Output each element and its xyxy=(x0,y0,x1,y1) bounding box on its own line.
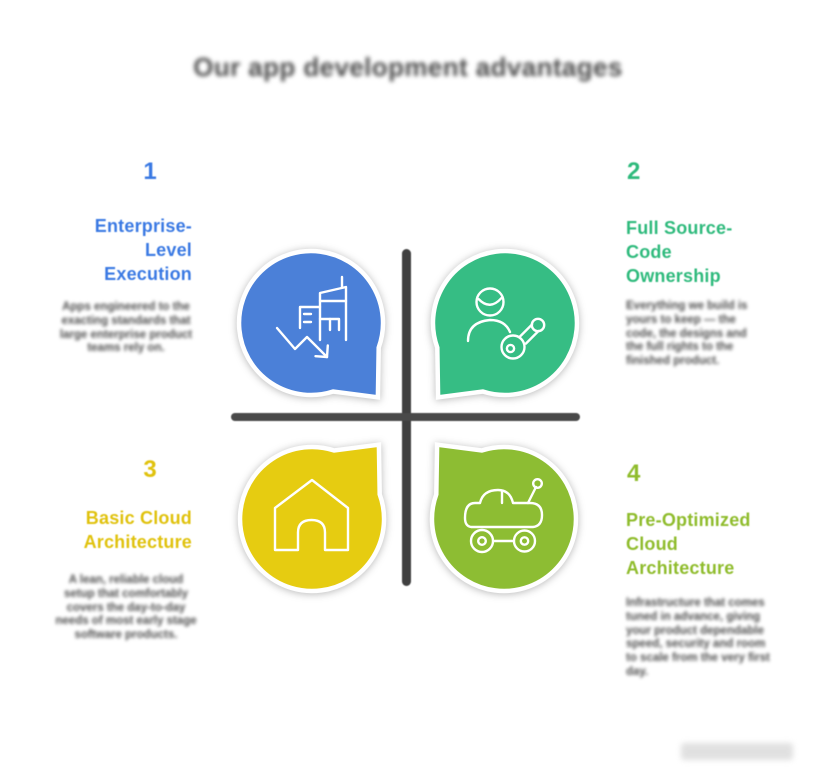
bubble-blue-shape xyxy=(236,248,386,400)
page-title: Our app development advantages xyxy=(193,52,623,82)
quadrant-2-number: 2 xyxy=(627,158,641,185)
quadrant-3-description: A lean, reliable cloud setup that comfor… xyxy=(55,574,197,642)
horizontal-divider xyxy=(231,413,580,421)
bubble-olive-shape xyxy=(429,442,579,594)
house-icon xyxy=(273,478,350,552)
toy-car-icon xyxy=(463,478,544,554)
building-decline-icon xyxy=(275,275,348,359)
quadrant-4-number: 4 xyxy=(627,460,641,487)
quadrant-3-title: Basic Cloud Architecture xyxy=(83,508,192,552)
quadrant-4-description: Infrastructure that comes tuned in advan… xyxy=(626,597,770,678)
speech-bubble-yellow xyxy=(237,442,387,594)
bubble-yellow-shape xyxy=(237,442,387,594)
quadrant-1-description: Apps engineered to the exacting standard… xyxy=(59,301,193,355)
quadrant-1-number: 1 xyxy=(143,158,157,185)
speech-bubble-blue xyxy=(236,248,386,400)
quadrant-1-title: Enterprise-Level Execution xyxy=(94,216,192,284)
speech-bubble-olive xyxy=(429,442,579,594)
speech-bubble-green xyxy=(430,248,580,400)
watermark-logo xyxy=(681,743,793,760)
person-key-icon xyxy=(466,287,546,360)
quadrant-2-title: Full Source-Code Ownership xyxy=(626,218,733,286)
quadrant-3-number: 3 xyxy=(143,456,157,483)
quadrant-2-description: Everything we build is yours to keep — t… xyxy=(626,300,748,368)
quadrant-4-title: Pre-Optimized Cloud Architecture xyxy=(626,510,751,578)
